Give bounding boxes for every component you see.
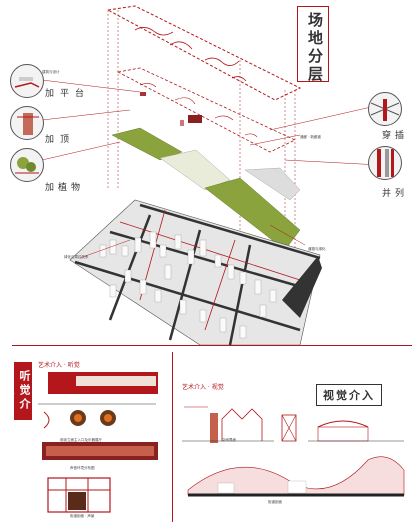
audio-title: 听觉介入: [2, 362, 32, 420]
leader-lines: [41, 79, 381, 259]
label-planting: 加植物: [45, 183, 85, 193]
label-platform: 加平台: [45, 89, 91, 99]
visual-caption-1: 空间界面: [222, 438, 236, 442]
divider-vertical: [172, 352, 173, 522]
planting-thumbnail: [10, 148, 44, 182]
divider-horizontal: [12, 345, 412, 346]
parallel-thumbnail: [368, 146, 402, 180]
label-roof: 加顶: [45, 135, 76, 145]
note-green: 绿化与周边关系: [64, 255, 89, 259]
title-frame: [297, 6, 329, 82]
layer-boundary: [106, 5, 302, 101]
interweave-thumbnail: [368, 92, 402, 126]
audio-diagrams: [38, 372, 158, 513]
note-corridor: 通廊 · 新廊道: [300, 135, 321, 139]
audio-caption-3: 街道剖面 · 声景: [70, 514, 95, 518]
note-road: 道路与绿化: [308, 247, 326, 251]
layer-platform: [116, 67, 296, 153]
page-title: 场地分层: [306, 12, 324, 84]
label-interweave: 穿插: [382, 131, 409, 141]
label-parallel: 并列: [382, 189, 409, 199]
visual-subtitle: 艺术介入 · 视觉: [182, 384, 224, 391]
audio-subtitle: 艺术介入 · 听觉: [38, 362, 80, 369]
layer-city: [69, 199, 322, 345]
note-design: 建筑与设计: [42, 70, 60, 74]
roof-thumbnail: [10, 106, 44, 140]
platform-thumbnail: [10, 64, 44, 98]
axonometric-diagram: [41, 5, 381, 345]
audio-caption-1: 临街立面主入口及乐器展厅: [60, 438, 102, 442]
visual-caption-2: 街道剖面: [268, 500, 282, 504]
visual-title: 视觉介入: [316, 384, 382, 406]
visual-diagrams: [182, 406, 405, 497]
audio-caption-2: 声音环境分布图: [70, 466, 95, 470]
layer-planting: [111, 127, 301, 251]
